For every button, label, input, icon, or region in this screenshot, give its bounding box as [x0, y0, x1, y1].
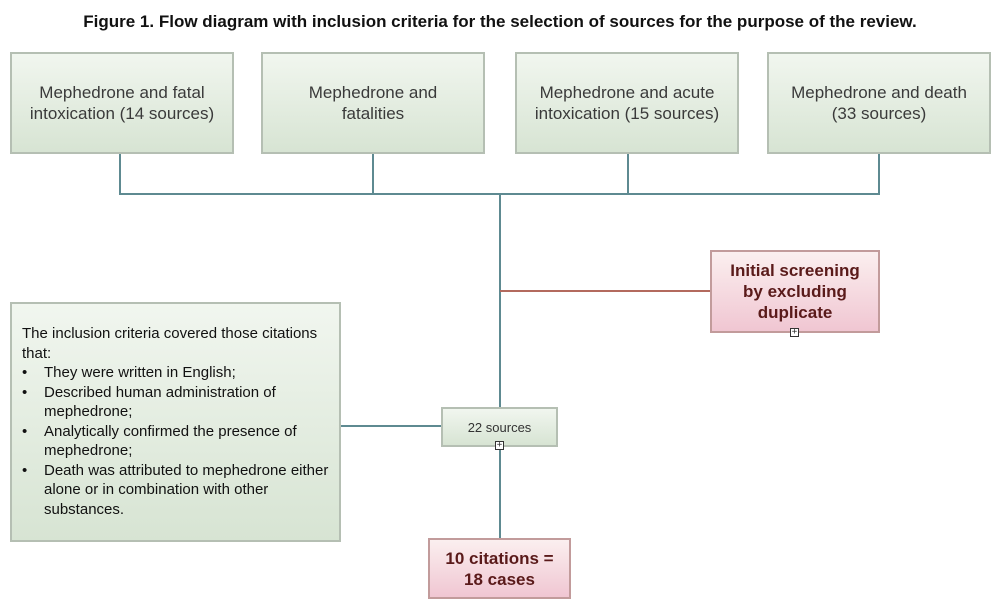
figure-title: Figure 1. Flow diagram with inclusion cr…: [83, 12, 917, 31]
inclusion-criteria-box: The inclusion criteria covered those cit…: [10, 302, 341, 542]
result-label: 10 citations = 18 cases: [445, 548, 554, 589]
bullet-icon: •: [22, 422, 28, 440]
result-box: 10 citations = 18 cases: [428, 538, 571, 599]
intermediate-sources-box: 22 sources: [441, 407, 558, 447]
screening-label: Initial screening by excluding duplicate: [730, 261, 860, 322]
source-label: Mephedrone and acute intoxication (15 so…: [534, 83, 720, 123]
source-label: Mephedrone and fatal intoxication (14 so…: [29, 83, 215, 123]
intermediate-label: 22 sources: [467, 419, 532, 435]
criteria-list: •They were written in English; •Describe…: [22, 363, 329, 519]
bullet-icon: •: [22, 383, 28, 401]
source-box-acute-intoxication: Mephedrone and acute intoxication (15 so…: [515, 52, 739, 154]
source-label: Mephedrone and fatalities: [308, 83, 438, 123]
screening-box: Initial screening by excluding duplicate: [710, 250, 880, 333]
source-box-fatalities: Mephedrone and fatalities: [261, 52, 485, 154]
criteria-intro: The inclusion criteria covered those cit…: [22, 325, 318, 362]
source-label: Mephedrone and death (33 sources): [791, 83, 967, 123]
bullet-icon: •: [22, 364, 28, 381]
expand-icon[interactable]: +: [495, 440, 504, 450]
source-box-fatal-intoxication: Mephedrone and fatal intoxication (14 so…: [10, 52, 234, 154]
criteria-item: •Analytically confirmed the presence of …: [22, 422, 297, 460]
criteria-item: •They were written in English;: [22, 364, 236, 381]
expand-icon[interactable]: +: [790, 327, 799, 337]
source-box-death: Mephedrone and death (33 sources): [767, 52, 991, 154]
bullet-icon: •: [22, 461, 28, 479]
criteria-item: •Described human administration of mephe…: [22, 383, 276, 421]
criteria-item: •Death was attributed to mephedrone eith…: [22, 461, 329, 518]
